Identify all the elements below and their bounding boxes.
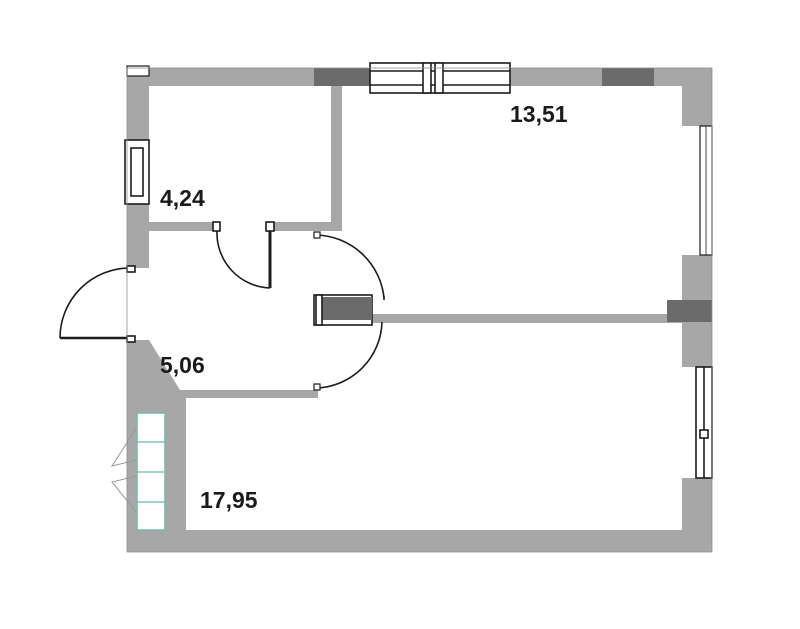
wall-right-top <box>682 68 712 126</box>
wall-bathroom-horizontal-left <box>149 222 217 231</box>
room-area-bathroom: 4,24 <box>160 185 205 211</box>
wall-right-bottom <box>682 478 712 552</box>
wall-bathroom-horizontal-right <box>272 222 342 231</box>
room-area-hallway: 5,06 <box>160 352 205 378</box>
wall-outline <box>126 67 713 553</box>
walls <box>127 68 712 552</box>
windows <box>124 62 713 479</box>
wall-bedroom-living <box>372 314 682 323</box>
wall-bathroom-vertical <box>331 84 342 229</box>
door-bathroom-swing <box>216 230 271 289</box>
wall-bottom <box>127 530 712 552</box>
wall-corner-tab <box>126 65 150 77</box>
door-living-swing <box>315 321 383 389</box>
column-top-right <box>602 68 654 86</box>
wardrobe-door-upper <box>110 426 138 467</box>
doors <box>59 221 385 391</box>
wardrobe-door-lower <box>111 475 138 514</box>
room-area-bedroom: 13,51 <box>510 101 568 127</box>
door-bedroom-swing <box>315 234 385 299</box>
column-top-left <box>314 68 370 86</box>
door-entrance-swing <box>59 267 131 339</box>
columns <box>314 68 712 322</box>
room-area-living-room: 17,95 <box>200 487 258 513</box>
wardrobe <box>110 412 166 531</box>
wall-hallway-bottom <box>149 340 318 552</box>
column-right-middle <box>667 300 712 322</box>
